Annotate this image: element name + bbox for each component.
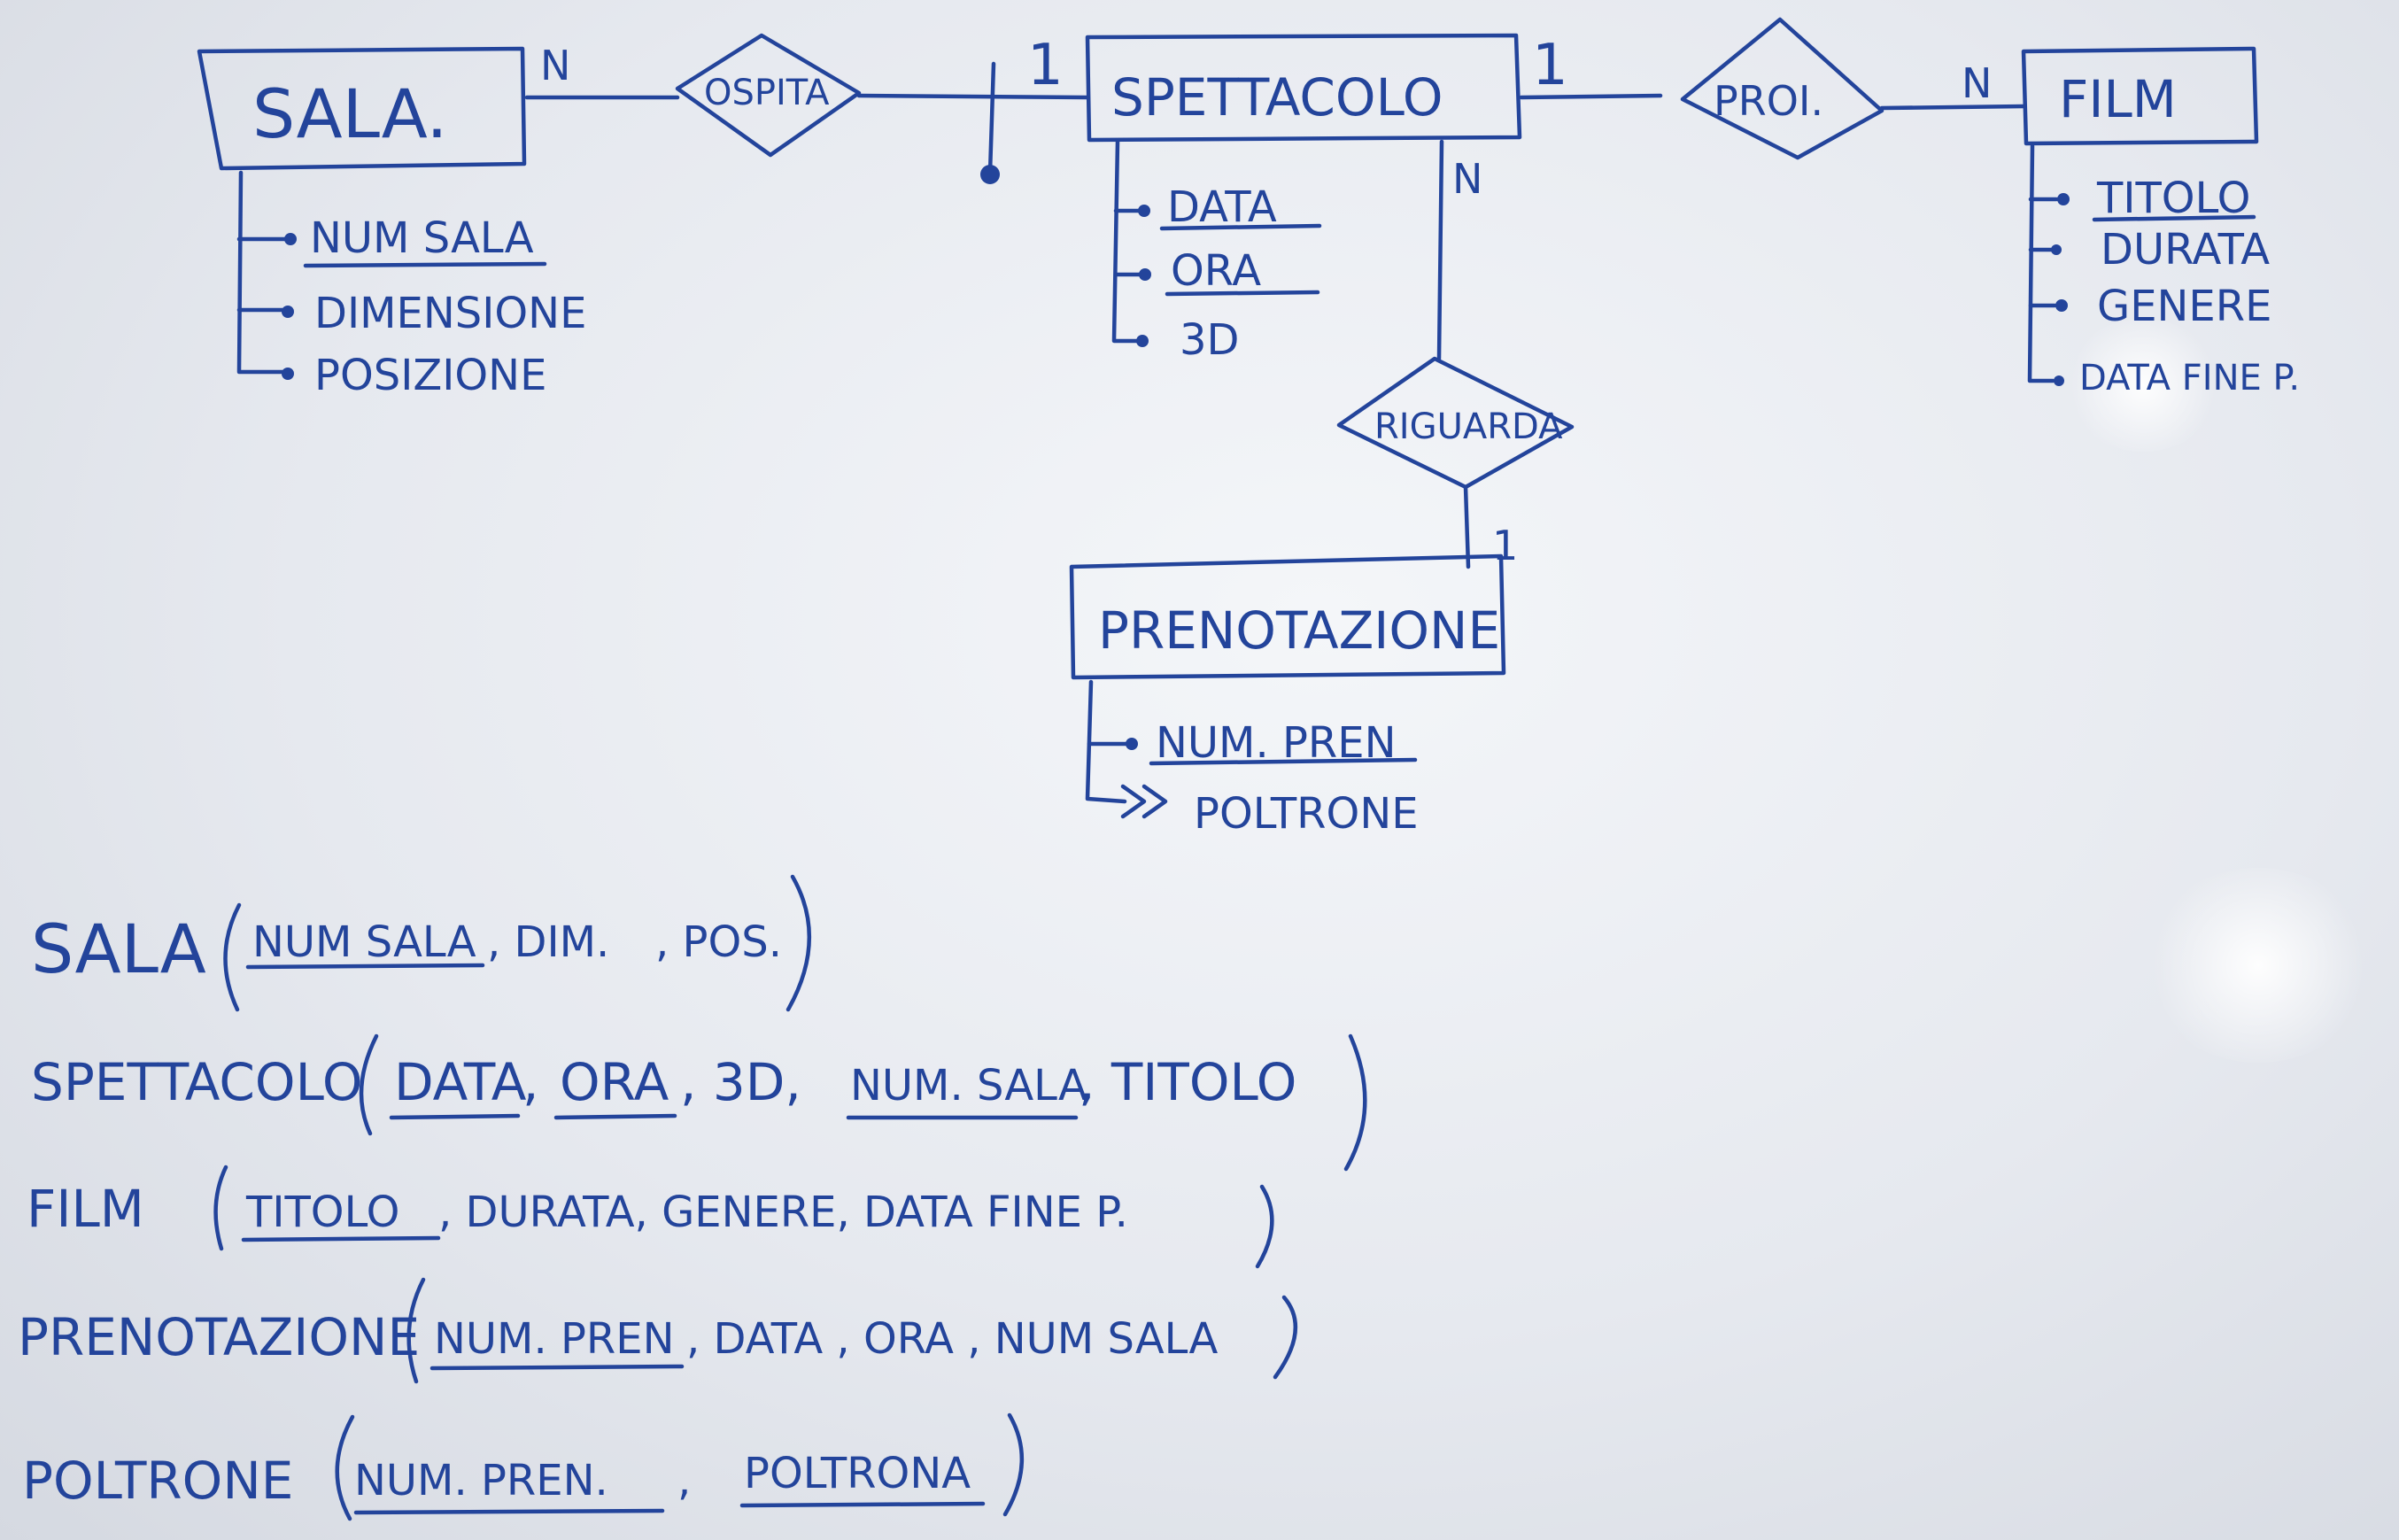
entity-prenotazione-label: PRENOTAZIONE: [1098, 600, 1500, 661]
attribute-dimensione: DIMENSIONE: [314, 289, 586, 338]
schema-poltrone-field: ,: [677, 1456, 691, 1505]
relationship-proi: PROI.: [1680, 17, 1884, 160]
relationship-riguarda-label: RIGUARDA: [1374, 406, 1563, 447]
entity-sala: SALA.: [197, 46, 527, 171]
schema-prenotazione-key: NUM. PREN: [434, 1314, 675, 1364]
schema-film-field: , DURATA, GENERE, DATA FINE P.: [438, 1188, 1128, 1237]
attribute-3d: 3D: [1180, 315, 1240, 365]
entity-film-label: FILM: [2059, 69, 2177, 129]
schema-poltrone-name: POLTRONE: [22, 1451, 293, 1511]
attribute-genere: GENERE: [2097, 282, 2271, 331]
schema-poltrone-key: POLTRONA: [744, 1449, 971, 1498]
entity-spettacolo: SPETTACOLO: [1085, 33, 1522, 143]
connection-lines: [524, 61, 2026, 569]
schema-film-key: TITOLO: [245, 1188, 399, 1237]
cardinality-spettacolo-ospita: 1: [1027, 33, 1064, 98]
schema-prenotazione-field: , DATA , ORA , NUM SALA: [686, 1314, 1218, 1364]
entity-sala-label: SALA.: [252, 74, 448, 153]
cardinality-sala-ospita: N: [540, 42, 570, 89]
entity-prenotazione: PRENOTAZIONE: [1069, 553, 1506, 680]
attribute-num-sala: NUM SALA: [310, 213, 534, 263]
schema-film-name: FILM: [27, 1179, 144, 1239]
relational-schema: SALA NUM SALA , DIM. , POS. SPETTACOLO D…: [18, 874, 1367, 1521]
cardinality-spettacolo-riguarda: N: [1452, 155, 1482, 203]
cardinality-spettacolo-proi: 1: [1532, 33, 1568, 98]
schema-sala-name: SALA: [31, 909, 206, 988]
cardinality-film-proi: N: [1962, 59, 1992, 107]
attribute-poltrone: POLTRONE: [1194, 789, 1419, 839]
light-glare: [2063, 319, 2223, 452]
relationship-ospita-label: OSPITA: [704, 73, 830, 113]
schema-spettacolo-key: ORA: [560, 1052, 669, 1112]
schema-row-poltrone: POLTRONE NUM. PREN. , POLTRONA: [22, 1412, 1024, 1521]
attributes-film: TITOLO DURATA GENERE DATA FINE P.: [2027, 143, 2300, 399]
cardinality-prenotazione-riguarda: 1: [1492, 522, 1518, 569]
schema-poltrone-key: NUM. PREN.: [354, 1456, 608, 1505]
attribute-titolo: TITOLO: [2096, 174, 2250, 223]
schema-sala-key: NUM SALA: [252, 917, 476, 967]
schema-spettacolo-field: , TITOLO: [1079, 1052, 1296, 1112]
attribute-data: DATA: [1167, 182, 1277, 232]
attribute-data-fine-p: DATA FINE P.: [2079, 358, 2300, 399]
attributes-prenotazione: NUM. PREN POLTRONE: [1085, 679, 1419, 839]
schema-sala-field: , DIM.: [487, 917, 609, 967]
attribute-durata: DURATA: [2101, 225, 2270, 275]
schema-row-sala: SALA NUM SALA , DIM. , POS.: [31, 874, 812, 1012]
relationship-ospita: OSPITA: [675, 33, 862, 158]
schema-spettacolo-name: SPETTACOLO: [31, 1052, 362, 1112]
schema-spettacolo-field: ,: [522, 1052, 538, 1112]
attribute-posizione: POSIZIONE: [314, 351, 546, 400]
cardinalities: N 1 1 N N 1: [540, 33, 1992, 569]
schema-prenotazione-name: PRENOTAZIONE: [18, 1307, 420, 1367]
light-glare: [2143, 868, 2373, 1063]
schema-row-spettacolo: SPETTACOLO DATA , ORA , 3D, NUM. SALA , …: [31, 1033, 1367, 1172]
schema-spettacolo-fk: NUM. SALA: [850, 1061, 1087, 1111]
relationship-riguarda: RIGUARDA: [1336, 356, 1575, 490]
schema-spettacolo-key: DATA: [394, 1052, 527, 1112]
schema-row-prenotazione: PRENOTAZIONE NUM. PREN , DATA , ORA , NU…: [18, 1277, 1298, 1384]
schema-spettacolo-field: , 3D,: [680, 1052, 801, 1112]
schema-sala-field: , POS.: [655, 917, 782, 967]
entity-film: FILM: [2021, 46, 2259, 146]
attributes-spettacolo: DATA ORA 3D: [1111, 139, 1322, 365]
schema-row-film: FILM TITOLO , DURATA, GENERE, DATA FINE …: [27, 1165, 1274, 1269]
entity-spettacolo-label: SPETTACOLO: [1111, 67, 1443, 128]
attributes-sala: NUM SALA DIMENSIONE POSIZIONE: [236, 170, 586, 400]
attribute-ora: ORA: [1171, 246, 1261, 296]
relationship-proi-label: PROI.: [1714, 77, 1823, 125]
